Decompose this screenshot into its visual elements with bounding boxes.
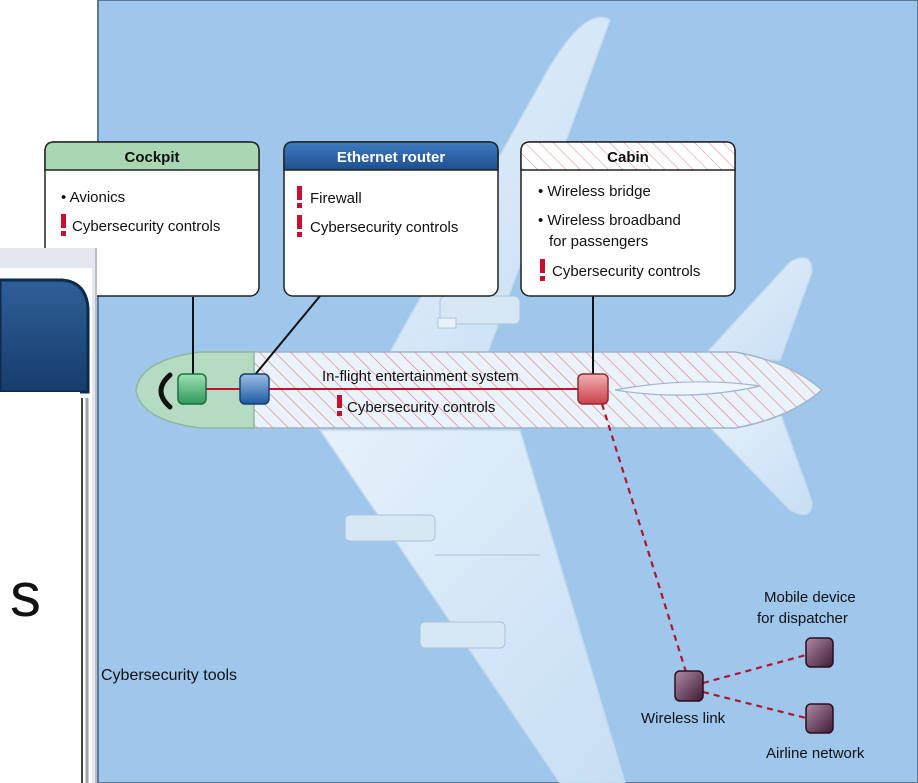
wireless-dashed-link <box>600 403 688 673</box>
router-warning-icon-1 <box>297 186 302 200</box>
mobile-device-label-line2: for dispatcher <box>757 610 848 627</box>
ife-control-label: Cybersecurity controls <box>347 399 495 416</box>
overlay-partial-text: s <box>10 561 41 630</box>
ife-label: In-flight entertainment system <box>322 368 519 385</box>
cockpit-box: Cockpit • Avionics Cybersecurity control… <box>44 141 260 297</box>
tail-stabilizer-lower <box>693 411 813 516</box>
router-node <box>239 373 270 405</box>
cockpit-title: Cockpit <box>124 149 179 166</box>
router-control-label: Cybersecurity controls <box>310 219 458 236</box>
router-box: Ethernet router Firewall Cybersecurity c… <box>283 141 499 297</box>
ife-warning-icon <box>337 395 342 408</box>
wireless-to-mobile <box>702 653 807 685</box>
cabin-item-broadband: • Wireless broadband <box>538 212 681 229</box>
cockpit-node <box>177 373 207 405</box>
wireless-link-device <box>674 670 704 702</box>
airline-network-label: Airline network <box>766 745 865 762</box>
cabin-item-wireless-bridge: • Wireless bridge <box>538 183 651 200</box>
cockpit-warning-icon <box>61 214 66 228</box>
engine-lower-1 <box>344 514 436 542</box>
cabin-node <box>577 373 609 405</box>
engine-lower-2 <box>419 621 506 649</box>
wireless-link-label: Wireless link <box>641 710 726 727</box>
router-warning-icon-2 <box>297 215 302 229</box>
tail-stabilizer-upper <box>698 257 813 361</box>
cabin-box: Cabin • Wireless bridge • Wireless broad… <box>520 141 736 297</box>
mobile-device-label: Mobile device <box>764 589 856 606</box>
overlay-window: s <box>0 248 97 783</box>
cockpit-item-avionics: • Avionics <box>61 189 125 206</box>
windshield-icon <box>158 372 173 410</box>
cybersecurity-tools-label: Cybersecurity tools <box>101 667 237 684</box>
cabin-item-broadband-line2: for passengers <box>549 233 648 250</box>
cabin-title: Cabin <box>607 149 649 166</box>
cockpit-control-label: Cybersecurity controls <box>72 218 220 235</box>
overlay-header <box>0 278 90 394</box>
router-title: Ethernet router <box>337 149 446 166</box>
cabin-warning-icon <box>540 259 545 273</box>
airline-network-device <box>805 703 834 734</box>
vertical-fin <box>614 381 761 396</box>
router-connector <box>253 295 321 377</box>
mobile-device <box>805 637 834 668</box>
wireless-to-airline <box>702 690 807 720</box>
cabin-control-label: Cybersecurity controls <box>552 263 700 280</box>
router-firewall-label: Firewall <box>310 190 362 207</box>
